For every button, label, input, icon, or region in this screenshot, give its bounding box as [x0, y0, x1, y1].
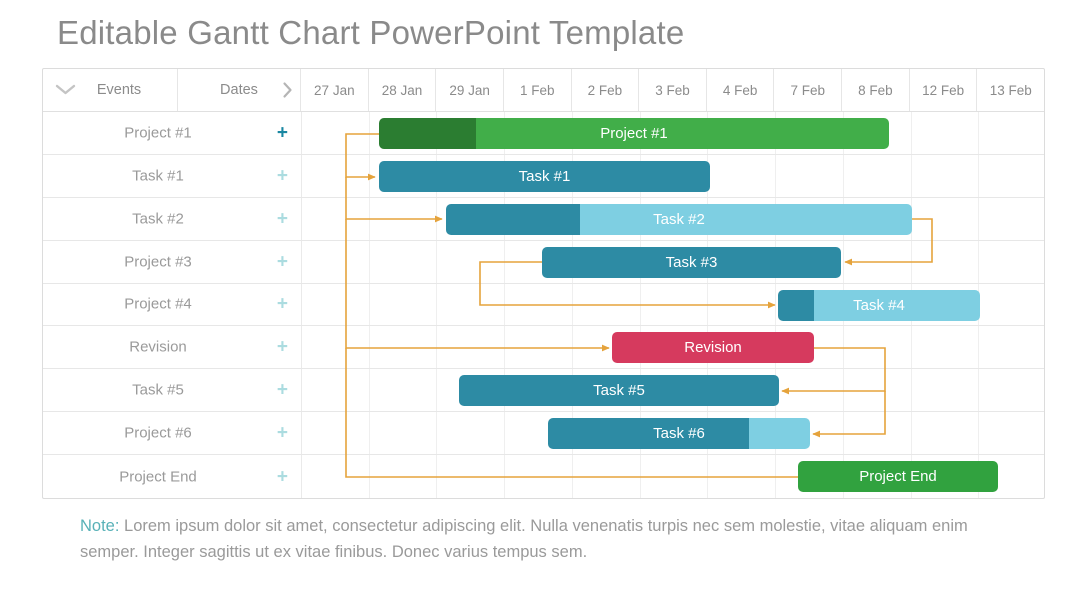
date-column-header: 27 Jan: [301, 69, 369, 111]
row-label: Task #5: [132, 381, 184, 399]
gantt-bar-label: Task #5: [593, 382, 645, 400]
gantt-bar-label: Task #2: [653, 210, 705, 228]
gantt-bar-task-2[interactable]: Task #2: [446, 203, 912, 235]
gantt-chart-area: Project #1+Task #1+Task #2+Project #3+Pr…: [43, 112, 1044, 498]
row-label: Project #6: [124, 424, 192, 442]
events-header-label: Events: [96, 82, 142, 98]
row-label: Task #1: [132, 167, 184, 185]
add-task-button[interactable]: +: [276, 165, 288, 187]
chevron-down-icon[interactable]: [55, 84, 76, 96]
row-label-cell: Project #6 +: [43, 412, 302, 455]
gantt-bar-label: Project End: [859, 468, 937, 486]
table-row: Project End +: [43, 455, 1044, 498]
note-text: Lorem ipsum dolor sit amet, consectetur …: [80, 517, 968, 562]
table-row: Project #1 +: [43, 112, 1044, 155]
gantt-bar-project-end[interactable]: Project End: [798, 461, 998, 493]
table-row: Task #1 +: [43, 154, 1044, 198]
gantt-bar-revision[interactable]: Revision: [612, 332, 814, 364]
row-label-cell: Project End +: [43, 455, 302, 498]
row-label: Project End: [119, 468, 197, 486]
add-task-button[interactable]: +: [276, 379, 288, 401]
add-task-button[interactable]: +: [276, 336, 288, 358]
page-title: Editable Gantt Chart PowerPoint Template: [57, 14, 685, 51]
gantt-bar-task-5[interactable]: Task #5: [459, 375, 779, 407]
date-column-header: 3 Feb: [639, 69, 707, 111]
dates-header-label: Dates: [220, 82, 258, 98]
add-task-button[interactable]: +: [276, 293, 288, 315]
table-row: Project #6 +: [43, 412, 1044, 456]
add-task-button[interactable]: +: [276, 466, 288, 488]
row-label: Project #3: [124, 253, 192, 271]
date-column-header: 2 Feb: [572, 69, 640, 111]
gantt-bar-label: Task #3: [665, 253, 718, 271]
gantt-bar-label: Task #4: [853, 296, 905, 314]
row-label-cell: Project #3 +: [43, 240, 302, 283]
gantt-bar-task-1[interactable]: Task #1: [379, 160, 710, 192]
dates-header-cell: Dates: [178, 69, 301, 111]
gantt-bar-label: Task #6: [653, 425, 705, 443]
row-label: Project #4: [124, 295, 192, 313]
events-header-cell: Events: [43, 69, 178, 111]
gantt-bar-task-6[interactable]: Task #6: [548, 418, 810, 450]
date-column-header: 7 Feb: [774, 69, 843, 111]
add-task-button[interactable]: +: [276, 208, 288, 230]
row-label-cell: Project #4 +: [43, 283, 302, 326]
row-label: Project #1: [124, 124, 192, 142]
date-column-header: 28 Jan: [369, 69, 437, 111]
row-label-cell: Task #1 +: [43, 154, 302, 197]
row-label-cell: Project #1 +: [43, 112, 302, 154]
date-column-header: 1 Feb: [504, 69, 572, 111]
gantt-bar-task-4[interactable]: Task #4: [778, 289, 980, 321]
note-prefix: Note:: [80, 517, 120, 535]
note: Note: Lorem ipsum dolor sit amet, consec…: [80, 513, 992, 565]
add-task-button[interactable]: +: [276, 422, 288, 444]
table-row: Revision +: [43, 326, 1044, 370]
date-column-header: 4 Feb: [707, 69, 775, 111]
add-task-button[interactable]: +: [276, 251, 288, 273]
row-label-cell: Task #5 +: [43, 369, 302, 412]
row-label-cell: Task #2 +: [43, 197, 302, 240]
date-column-header: 8 Feb: [842, 69, 910, 111]
date-column-header: 29 Jan: [436, 69, 504, 111]
add-task-button[interactable]: +: [276, 122, 288, 144]
gantt-bar-project-1[interactable]: Project #1: [379, 117, 889, 149]
gantt-bar-label: Revision: [684, 339, 742, 357]
date-column-header: 12 Feb: [910, 69, 978, 111]
gantt-bar-label: Project #1: [600, 124, 668, 142]
date-column-header: 13 Feb: [989, 82, 1032, 98]
row-label-cell: Revision +: [43, 326, 302, 369]
row-label: Task #2: [132, 210, 184, 228]
gantt-bar-task-3[interactable]: Task #3: [542, 246, 841, 278]
chevron-right-icon[interactable]: [282, 81, 293, 99]
gantt-bar-label: Task #1: [518, 167, 571, 185]
row-label: Revision: [129, 338, 187, 356]
